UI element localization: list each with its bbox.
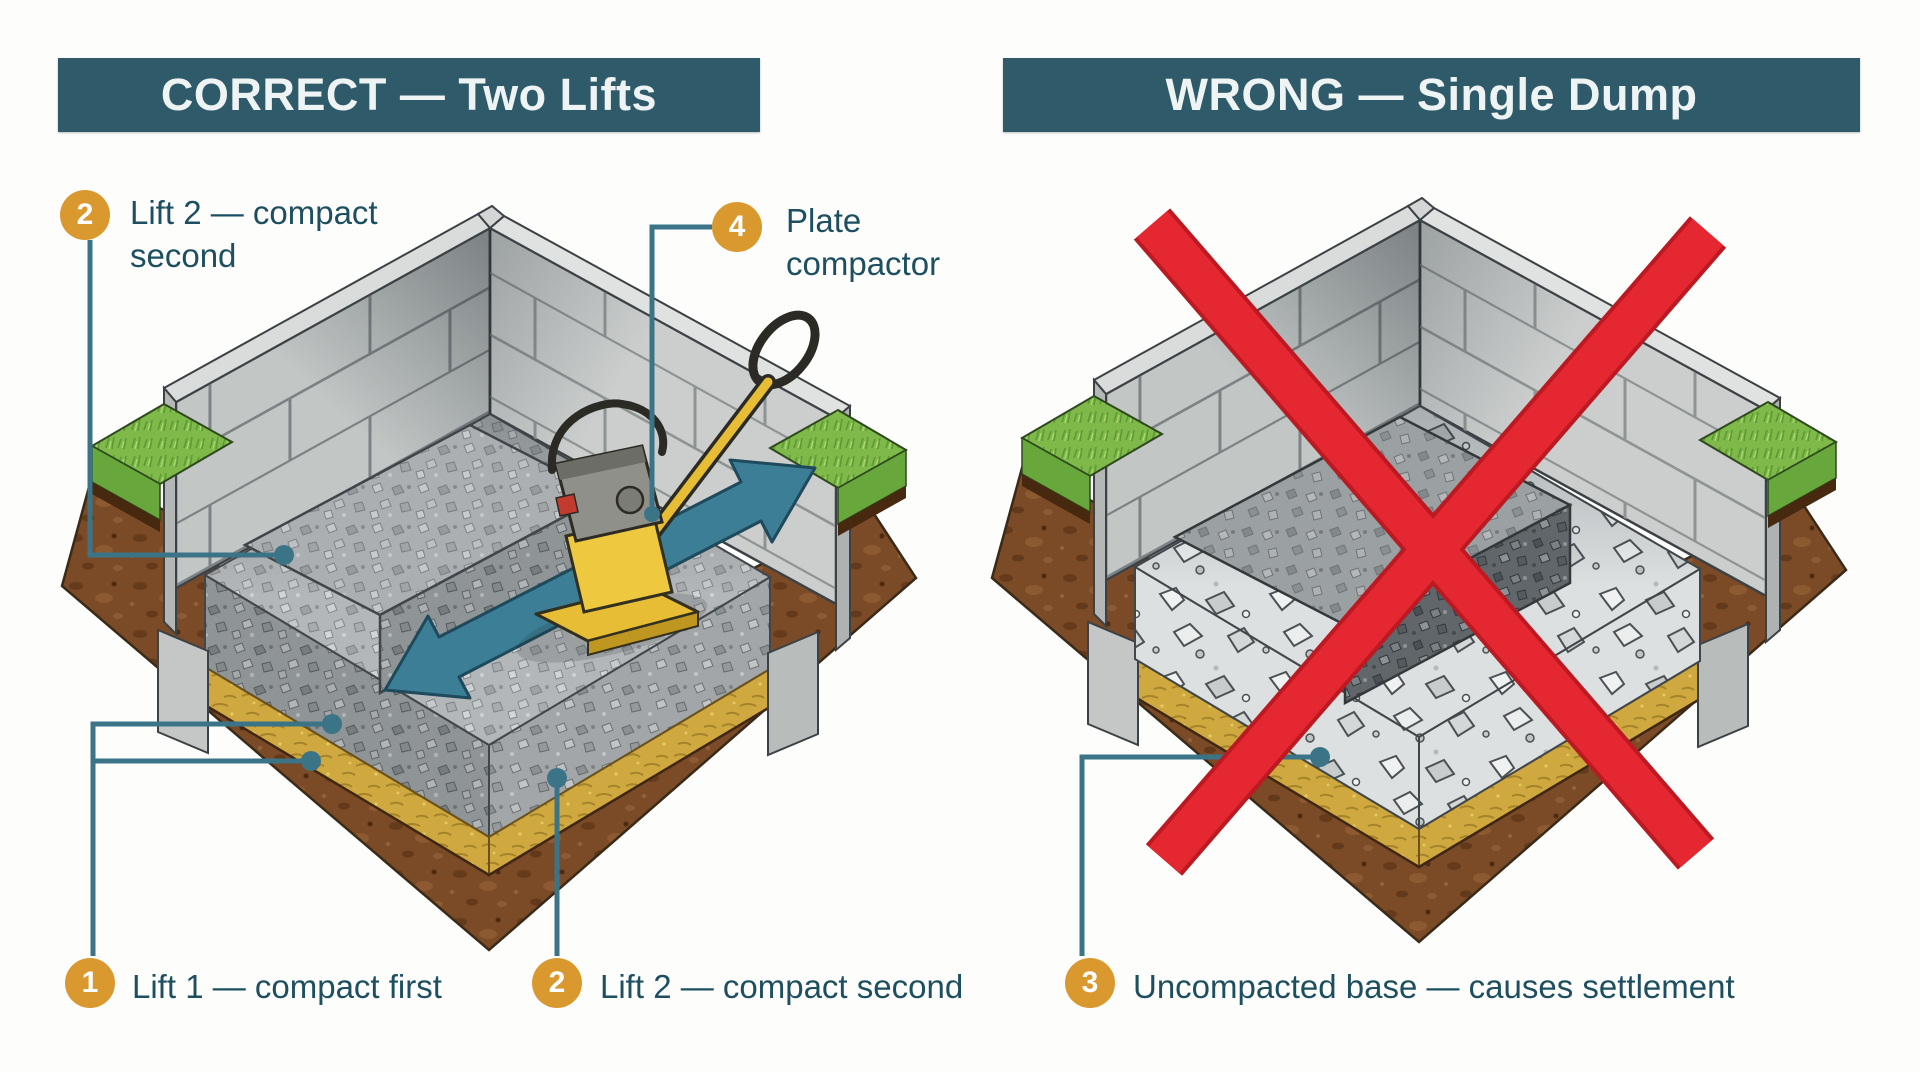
callout-badge-lift1-bottom: 1 [65,958,115,1008]
callout-badge-plate-compactor: 4 [712,202,762,252]
callout-label-plate-compactor: Plate compactor [786,202,941,282]
left-panel-title: CORRECT — Two Lifts [160,69,658,120]
right-panel-header: WRONG — Single Dump [1003,58,1860,132]
left-diagram-correct-two-lifts [60,204,918,956]
callout-badge-lift2-top: 2 [60,190,110,240]
callout-label-lift2-top: Lift 2 — compact second [130,194,378,274]
plate-compactor-illustration [516,310,820,663]
callout-label-lift1-bottom: Lift 1 — compact first [132,968,442,1005]
callout-label-lift2-bottom: Lift 2 — compact second [600,968,964,1005]
callout-badge-lift2-bottom: 2 [532,958,582,1008]
callout-badge-uncompacted: 3 [1065,958,1115,1008]
callout-label-uncompacted: Uncompacted base — causes settlement [1133,968,1735,1005]
left-panel-header: CORRECT — Two Lifts [58,58,760,132]
right-panel-title: WRONG — Single Dump [1165,69,1698,120]
red-x-mark [1133,208,1727,876]
callout-leaders-left [87,224,712,956]
